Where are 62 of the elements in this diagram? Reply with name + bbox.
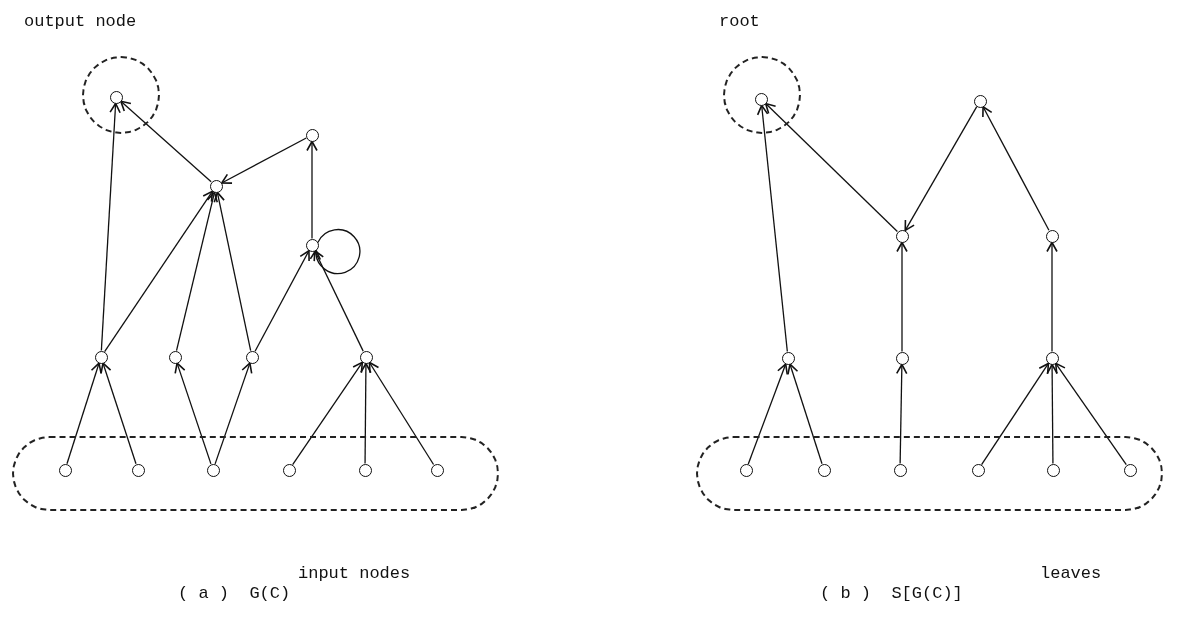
- arrow: [100, 362, 137, 465]
- node-circle: [305, 128, 319, 142]
- node-circle: [94, 350, 108, 364]
- node-circle: [893, 463, 907, 477]
- group-label: output node: [24, 12, 137, 31]
- arrow: [66, 362, 102, 465]
- node-circle: [1045, 229, 1059, 243]
- node-circle: [739, 463, 753, 477]
- arrow: [120, 100, 212, 183]
- node-circle: [206, 463, 220, 477]
- group-label: leaves: [1040, 564, 1102, 583]
- arrow: [787, 363, 823, 465]
- arrow: [103, 190, 214, 353]
- arrow: [214, 362, 253, 465]
- node-circle: [973, 94, 987, 108]
- arrow: [756, 104, 788, 353]
- node-circle: [359, 350, 373, 364]
- arrow: [175, 191, 219, 352]
- arrow: [904, 105, 978, 232]
- node-circle: [168, 350, 182, 364]
- arrow: [313, 250, 364, 352]
- arrow: [213, 191, 252, 352]
- arrow: [306, 140, 318, 240]
- node-circle: [1046, 463, 1060, 477]
- arrow: [747, 363, 789, 465]
- node-circle: [209, 179, 223, 193]
- arrow: [764, 102, 898, 233]
- arrow: [174, 362, 212, 465]
- figure-caption: ( b ) S[G(C)]: [820, 584, 963, 603]
- node-circle: [817, 463, 831, 477]
- node-circle: [131, 463, 145, 477]
- group-label: input nodes: [298, 564, 411, 583]
- arrow: [100, 102, 121, 352]
- node-circle: [895, 351, 909, 365]
- node-circle: [305, 238, 319, 252]
- arrow: [220, 137, 307, 184]
- node-circle: [971, 463, 985, 477]
- arrow: [310, 228, 361, 275]
- arrow: [895, 363, 908, 465]
- arrow: [360, 362, 372, 465]
- node-circle: [109, 90, 123, 104]
- arrow: [1046, 363, 1058, 465]
- arrow: [292, 361, 364, 466]
- node-circle: [895, 229, 909, 243]
- node-circle: [1045, 351, 1059, 365]
- node-circle: [58, 463, 72, 477]
- node-circle: [781, 351, 795, 365]
- node-circle: [245, 350, 259, 364]
- node-circle: [1123, 463, 1137, 477]
- arrow: [1046, 241, 1058, 353]
- arrow: [896, 241, 908, 353]
- arrow: [982, 105, 1050, 231]
- node-circle: [430, 463, 444, 477]
- arrow: [368, 361, 435, 466]
- figure-caption: ( a ) G(C): [178, 584, 291, 603]
- arrow: [980, 362, 1050, 466]
- group-label: root: [719, 12, 760, 31]
- node-circle: [358, 463, 372, 477]
- arrow: [1054, 362, 1127, 466]
- arrow: [254, 249, 310, 352]
- node-circle: [754, 92, 768, 106]
- node-circle: [282, 463, 296, 477]
